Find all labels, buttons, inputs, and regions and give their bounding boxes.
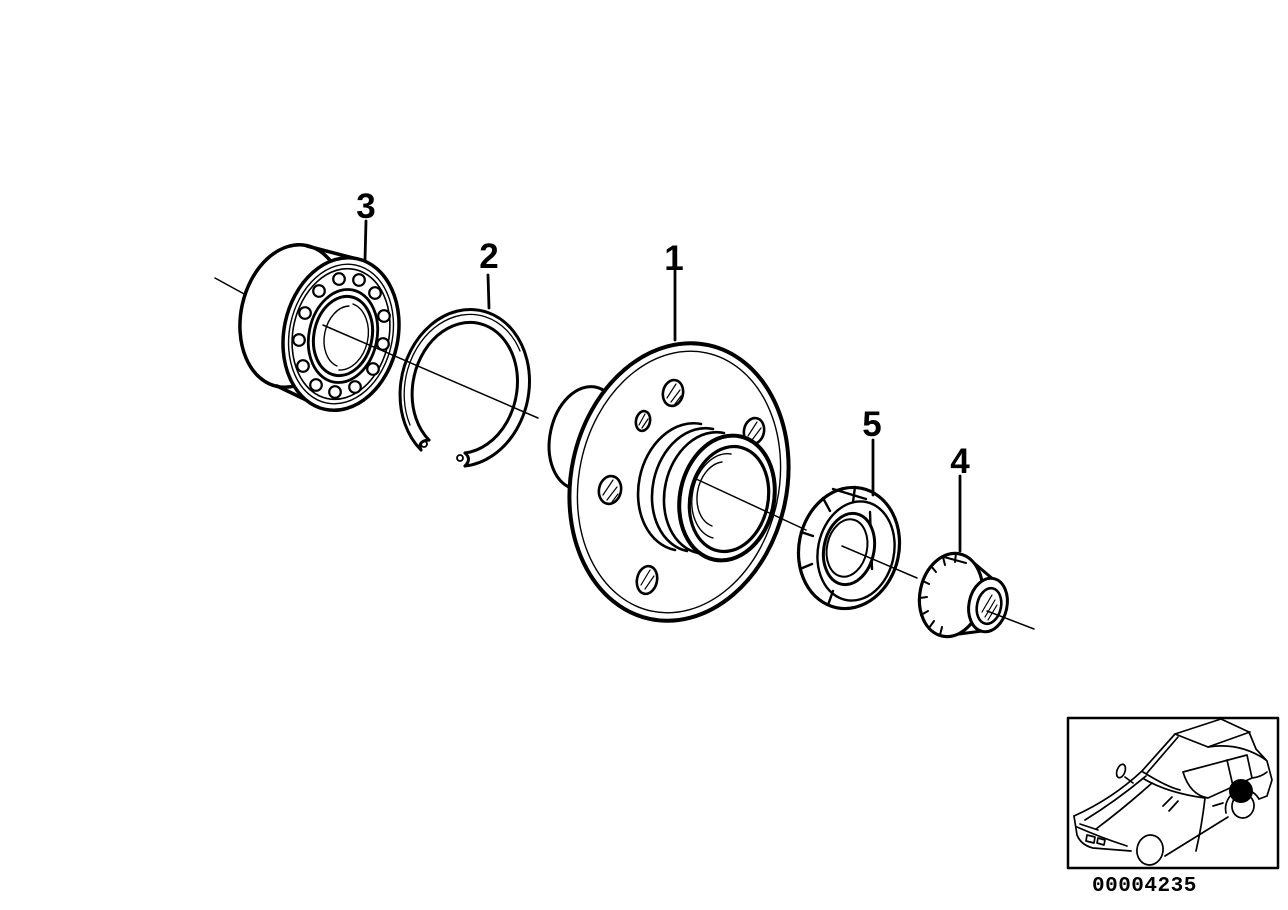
car-mirror — [1115, 763, 1127, 779]
car-location-thumbnail: 00004235 — [1066, 716, 1280, 898]
car-grille — [1096, 837, 1106, 846]
lock-ring-face — [816, 500, 896, 602]
callout-3-leader — [363, 219, 368, 262]
callout-5[interactable]: 5 — [862, 405, 882, 497]
callout-3[interactable]: 3 — [356, 187, 376, 262]
hub-cylinder-steps — [636, 422, 726, 555]
car-grille — [1085, 834, 1096, 844]
diagram-code: 00004235 — [1092, 875, 1197, 898]
callout-3-label[interactable]: 3 — [356, 187, 375, 226]
callout-2-label[interactable]: 2 — [479, 237, 498, 276]
callout-4[interactable]: 4 — [950, 442, 970, 553]
snap-ring-inner-edge — [410, 320, 519, 455]
part-hub — [547, 341, 791, 623]
part-bearing — [238, 243, 401, 412]
part-snap-ring — [398, 307, 531, 468]
rear-hub-location-dot — [1229, 779, 1253, 803]
callout-1-label[interactable]: 1 — [664, 239, 683, 278]
bearing-rollers — [292, 272, 391, 399]
callout-1[interactable]: 1 — [664, 239, 684, 342]
car-front-wheel — [1136, 834, 1164, 866]
snap-ring-eye-hole — [420, 440, 428, 448]
callout-2[interactable]: 2 — [479, 237, 499, 310]
callout-4-label[interactable]: 4 — [950, 442, 970, 481]
callout-5-label[interactable]: 5 — [862, 405, 881, 444]
axis-centerlines — [214, 277, 1035, 630]
snap-ring-eye-hole — [456, 454, 464, 462]
part-lock-ring — [796, 485, 902, 611]
callout-2-leader — [486, 273, 491, 310]
bearing-bore — [311, 294, 375, 378]
snap-ring-outer-edge — [398, 307, 531, 468]
car-silhouette-icon — [1073, 718, 1273, 866]
nut-teeth — [919, 552, 967, 636]
part-collar-nut — [917, 551, 1009, 639]
